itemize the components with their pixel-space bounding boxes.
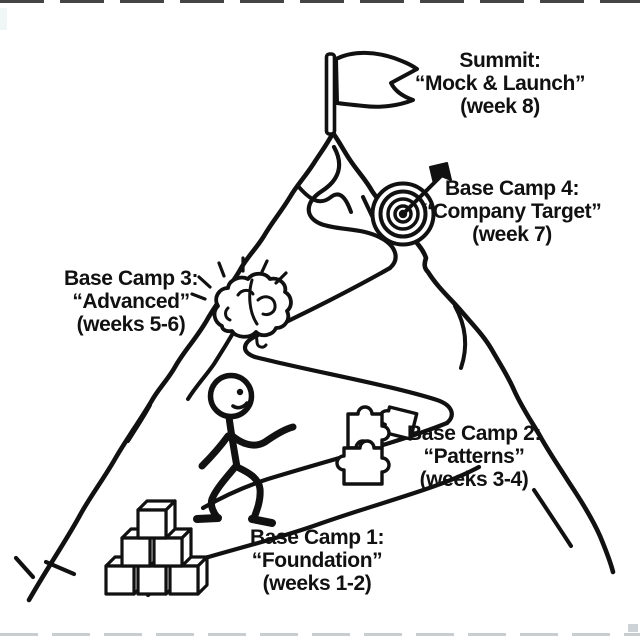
- brain-rays: [190, 256, 288, 301]
- block-top: [136, 499, 177, 540]
- target-icon: [370, 162, 452, 247]
- base-camp-1-title: Base Camp 1:: [249, 526, 385, 549]
- base-camp-2-weeks: (weeks 3-4): [419, 468, 529, 491]
- base-camp-2-label: Base Camp 2: “Patterns” (weeks 3-4): [364, 422, 584, 491]
- bottom-edge-artifact: [0, 633, 640, 636]
- hiker-smile: [231, 401, 249, 410]
- base-camp-4-title: Base Camp 4:: [444, 177, 580, 200]
- flag-icon: [324, 50, 419, 136]
- base-camp-3-subtitle: “Advanced”: [72, 290, 190, 313]
- summit-subtitle: “Mock & Launch”: [414, 72, 586, 95]
- corner-artifact: [0, 8, 7, 30]
- summit-title: Summit:: [459, 49, 541, 72]
- brain-icon: [190, 256, 293, 349]
- base-camp-4-weeks: (week 7): [472, 223, 552, 246]
- blocks-icon: [104, 499, 209, 596]
- base-camp-1-weeks: (weeks 1-2): [262, 572, 372, 595]
- hiker-eye: [236, 388, 244, 396]
- top-edge-artifact: [0, 0, 640, 3]
- base-camp-4-subtitle: “Company Target”: [422, 200, 602, 223]
- base-camp-3-title: Base Camp 3:: [63, 267, 199, 290]
- summit-weeks: (week 8): [460, 95, 540, 118]
- corner-artifact: [628, 624, 638, 632]
- base-camp-1-label: Base Camp 1: “Foundation” (weeks 1-2): [212, 526, 422, 595]
- base-camp-3-weeks: (weeks 5-6): [76, 313, 186, 336]
- base-camp-2-subtitle: “Patterns”: [423, 445, 525, 468]
- hiker-figure: [193, 372, 297, 527]
- puzzle-icon: [335, 405, 419, 486]
- base-camp-2-title: Base Camp 2:: [406, 422, 542, 445]
- summit-label: Summit: “Mock & Launch” (week 8): [395, 49, 605, 118]
- hiker-head: [207, 372, 255, 420]
- mountain-outline: [26, 130, 616, 603]
- base-camp-1-subtitle: “Foundation”: [251, 549, 383, 572]
- base-camp-4-label: Base Camp 4: “Company Target” (week 7): [392, 177, 632, 246]
- base-camp-3-label: Base Camp 3: “Advanced” (weeks 5-6): [26, 267, 236, 336]
